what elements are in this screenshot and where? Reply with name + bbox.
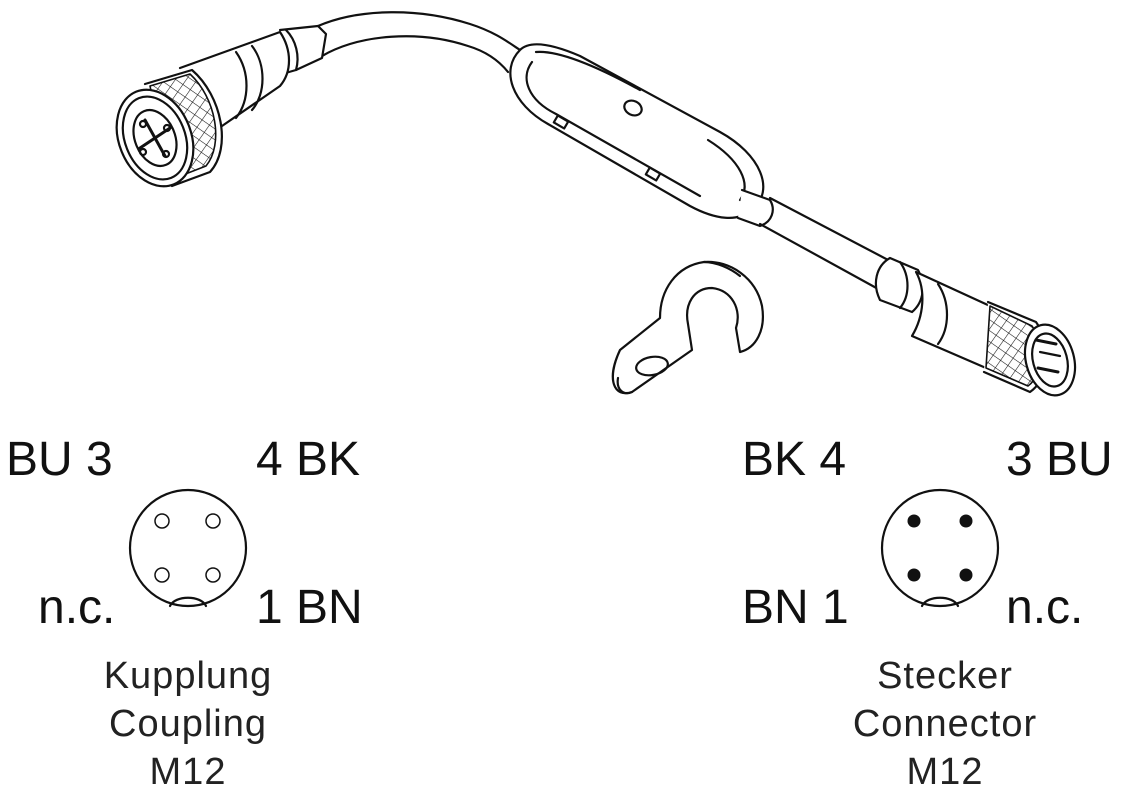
cable-lower (758, 196, 894, 292)
coupling-pin-bottom-right (205, 567, 221, 583)
cable-upper (316, 11, 522, 74)
connector-pin-diagram (880, 488, 1000, 608)
connector-caption-size: M12 (906, 751, 984, 793)
connector-pin-top-right (959, 514, 973, 528)
coupling-pin1-label: 1 BN (256, 581, 363, 634)
connector-face (1023, 323, 1077, 397)
coupling-pin4-label: 4 BK (256, 433, 361, 486)
connector-caption-de: Stecker (877, 655, 1013, 697)
inline-housing (509, 43, 765, 219)
connector-pin-bottom-left (907, 568, 921, 582)
connector-pin3-label: 3 BU (1006, 433, 1113, 486)
coupling-nc-label: n.c. (38, 581, 116, 634)
connector-nc-label: n.c. (1006, 581, 1084, 634)
coupling-caption: Kupplung Coupling M12 (68, 652, 308, 796)
coupling-caption-size: M12 (149, 751, 227, 793)
mounting-clip (611, 260, 764, 395)
coupling-pin-bottom-left (154, 567, 170, 583)
connector-caption: Stecker Connector M12 (820, 652, 1070, 796)
connector-pin-top-left (907, 514, 921, 528)
connector-body (874, 256, 1048, 394)
coupling-face (115, 88, 195, 188)
connector-caption-en: Connector (852, 703, 1038, 745)
coupling-pin3-label: BU 3 (6, 433, 113, 486)
connector-pin4-label: BK 4 (742, 433, 847, 486)
connector-pin-bottom-right (959, 568, 973, 582)
coupling-pin-diagram (128, 488, 248, 608)
coupling-pin-top-right (205, 513, 221, 529)
coupling-caption-de: Kupplung (103, 655, 273, 697)
connector-pin1-label: BN 1 (742, 581, 849, 634)
coupling-pin-top-left (154, 513, 170, 529)
coupling-caption-en: Coupling (109, 703, 267, 745)
